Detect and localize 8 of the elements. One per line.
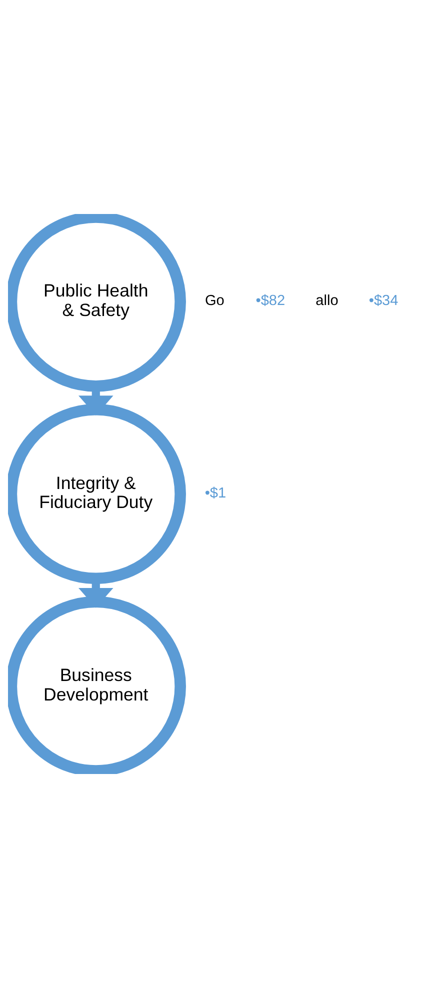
node-circle: Integrity & Fiduciary Duty xyxy=(8,403,186,584)
label: •$1 xyxy=(204,485,226,502)
label: Go xyxy=(204,292,224,309)
label: allo xyxy=(316,292,338,309)
node-circle: Business Development xyxy=(8,596,186,774)
node-circle: Public Health & Safety xyxy=(8,214,186,392)
label: •$82 xyxy=(256,292,286,309)
label: •$34 xyxy=(368,292,398,309)
